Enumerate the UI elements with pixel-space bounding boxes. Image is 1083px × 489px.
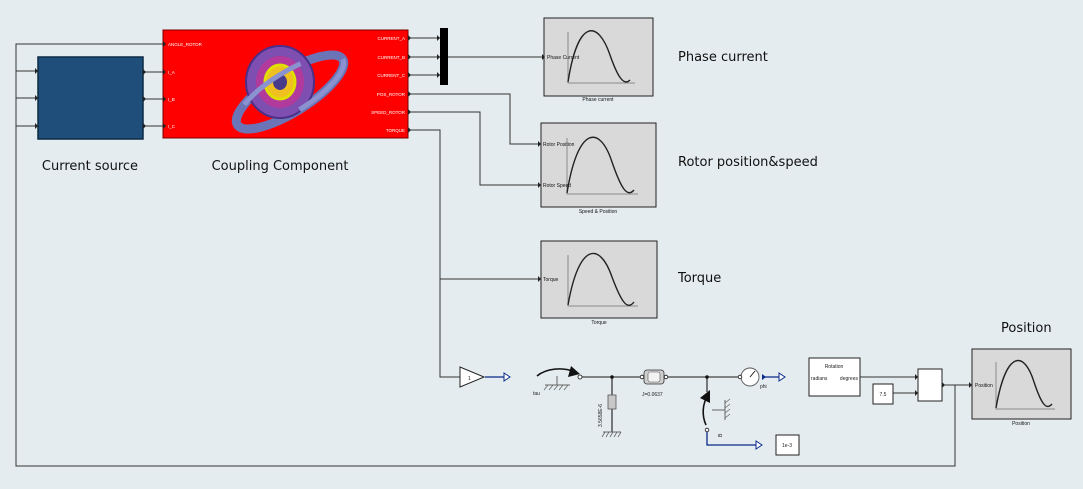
inertia-label: J=0.0637 [642,392,663,398]
coupling-in-angle: ANGLE_ROTOR [168,42,203,47]
scope-position-caption: Position [1012,421,1030,427]
torque-source-label: tau [533,391,540,397]
coupling-component-block[interactable]: ANGLE_ROTOR I_A I_B I_C CURRENT_A CURREN… [162,29,411,174]
gain-value: 1 [468,376,471,382]
coupling-ports [163,35,411,133]
damper-block[interactable]: 3.5658E-6 [598,375,622,438]
scope-torque-body[interactable] [540,240,658,319]
scope-torque-input: Torque [543,277,559,283]
scope-curve-icon [995,359,1055,410]
coupling-out-torque: TORQUE [386,128,405,133]
coupling-out-speed-rotor: SPEED_ROTOR [371,110,406,115]
inertia-block[interactable]: J=0.0637 [639,369,669,398]
scope-rotor-speed[interactable]: Rotor Position Rotor Speed Speed & Posit… [538,122,818,215]
mech-wires [580,376,740,432]
mux-block[interactable] [437,28,448,85]
current-source-block[interactable]: Current source [35,56,146,174]
scope-phase-caption: Phase current [582,97,614,103]
damper-body[interactable] [607,394,617,410]
sensor-label: B [718,433,724,437]
wire-fixed-sensor[interactable] [706,430,758,446]
scope-torque-title: Torque [677,271,721,286]
fixed-value-block[interactable]: 1e-3 [755,434,800,456]
scope-speed-title: Rotor position&speed [678,155,818,170]
scope-speed-input-position: Rotor Position [543,142,575,148]
scope-curve-icon [567,30,635,84]
torque-source-block[interactable]: tau [503,366,583,397]
scope-position-title: Position [1001,321,1052,336]
sum-body[interactable] [917,368,943,402]
scope-torque-caption: Torque [591,320,607,326]
current-source-label: Current source [42,159,138,174]
rotation-out: degrees [840,376,859,382]
scope-speed-body[interactable] [540,122,657,208]
wire-speed-rotor[interactable] [408,111,540,186]
rotation-conversion-block[interactable]: Rotation radians degrees [778,357,861,397]
fixed-value-body[interactable] [775,434,800,456]
scope-position-input: Position [975,383,993,389]
coupling-label: Coupling Component [212,159,349,174]
scope-phase-title: Phase current [678,50,768,65]
wire-torque-gain[interactable] [439,279,460,378]
coupling-out-current-c: CURRENT_C [377,73,406,78]
wires [15,37,970,467]
gain-block[interactable]: 1 [459,366,486,388]
constant-block[interactable]: 7.5 [872,383,894,405]
wire-torque[interactable] [408,129,540,280]
sum-block[interactable] [915,368,945,402]
scope-phase-input: Phase Current [547,55,580,61]
signal-wires [485,376,782,446]
wire-angle-feedback[interactable] [15,43,956,467]
coupling-out-current-a: CURRENT_A [377,36,405,41]
phi-label: phi [760,384,767,390]
constant-body[interactable] [872,383,894,405]
rotation-title: Rotation [825,364,844,370]
coupling-out-current-b: CURRENT_B [377,55,405,60]
wire-pos-rotor[interactable] [408,93,540,145]
coupling-in-ia: I_A [168,70,175,75]
mux-bar[interactable] [440,28,448,85]
scope-speed-caption: Speed & Position [579,209,618,215]
coupling-out-pos-rotor: POS_ROTOR [377,92,406,97]
damper-label: 3.5658E-6 [598,404,604,427]
coupling-in-ic: I_C [168,124,176,129]
scope-phase-current[interactable]: Phase Current Phase current Phase curren… [542,17,768,103]
scope-curve-icon [567,252,638,307]
current-source-body[interactable] [37,56,144,140]
scope-torque[interactable]: Torque Torque Torque [538,240,721,326]
coupling-in-ib: I_B [168,97,175,102]
gain-triangle[interactable] [459,366,486,388]
constant-value: 7.5 [880,392,887,398]
position-source-block[interactable]: B [700,390,731,437]
angle-sensor-block[interactable]: phi [705,367,767,390]
rotation-body[interactable] [808,357,861,397]
motor-image-icon [231,45,349,134]
fixed-value-text: 1e-3 [782,443,792,449]
rotation-in: radians [811,376,828,382]
scope-speed-input-speed: Rotor Speed [543,183,571,189]
scope-position[interactable]: Position Position Position [969,321,1072,427]
scope-curve-icon [566,136,638,195]
